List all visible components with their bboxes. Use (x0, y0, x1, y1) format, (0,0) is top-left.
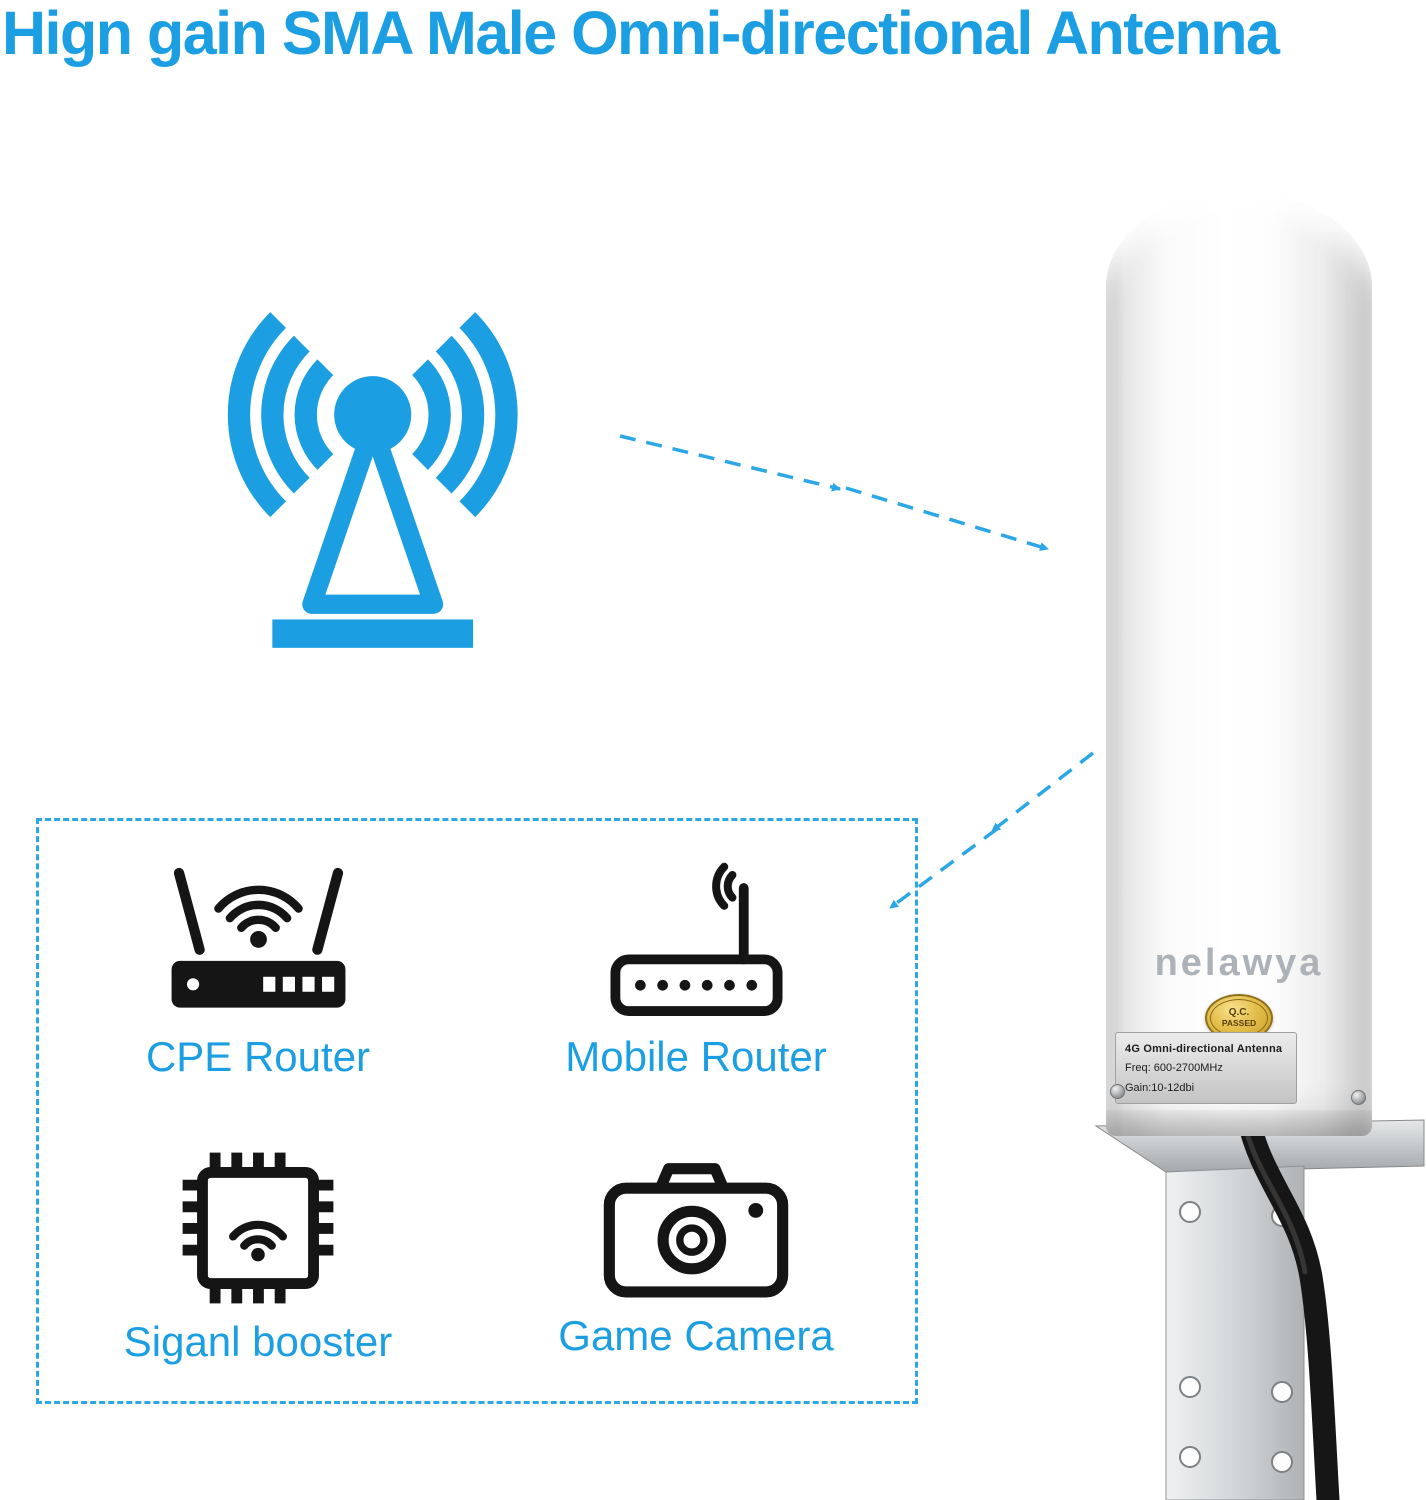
spec-label: 4G Omni-directional Antenna Freq: 600-27… (1115, 1032, 1297, 1104)
spec-line-3: Gain:10-12dbi (1125, 1081, 1195, 1094)
arrow-antenna-to-devices-1 (990, 751, 1095, 833)
compatible-devices-panel: CPE Router Mobile Route (36, 818, 918, 1404)
qc-line-1: Q.C. (1228, 1007, 1250, 1019)
broadcast-tower-icon (227, 312, 518, 648)
antenna-bottom-cap (1106, 1110, 1372, 1136)
bracket-hole (1271, 1381, 1293, 1403)
brand-logo: nelawya (1154, 942, 1324, 984)
spec-line-1: 4G Omni-directional Antenna (1125, 1043, 1283, 1055)
antenna-cable-highlight (1241, 1119, 1308, 1275)
screw-icon (1351, 1090, 1366, 1105)
game-camera-icon (603, 1162, 789, 1298)
cpe-router-icon (171, 867, 345, 1008)
device-cell-mobile-router: Mobile Router (477, 821, 915, 1111)
bracket-hole (1179, 1376, 1201, 1398)
device-cell-cpe-router: CPE Router (39, 821, 477, 1111)
antenna-body: nelawya Q.C. PASSED 4G Omni-directional … (1106, 192, 1372, 1136)
qc-line-2: PASSED (1221, 1018, 1257, 1029)
mobile-router-icon (609, 862, 783, 1016)
mounting-bracket (1094, 1112, 1425, 1500)
tower-base (272, 619, 474, 648)
device-cell-signal-booster: Siganl booster (39, 1111, 477, 1401)
antenna-cable (1236, 1112, 1340, 1500)
tower-signal-waves (227, 312, 518, 518)
arrow-tower-to-antenna-2 (845, 486, 1049, 551)
device-label-signal-booster: Siganl booster (123, 1318, 393, 1365)
bracket-hole (1179, 1201, 1201, 1223)
signal-booster-icon (182, 1152, 334, 1304)
tower-mast (302, 417, 444, 614)
tower-hub-dot (334, 376, 412, 454)
device-label-mobile-router: Mobile Router (565, 1033, 827, 1080)
device-cell-game-camera: Game Camera (477, 1111, 915, 1401)
spec-line-2: Freq: 600-2700MHz (1125, 1062, 1223, 1075)
screw-icon (1110, 1084, 1125, 1099)
bracket-hole (1271, 1451, 1293, 1473)
device-label-game-camera: Game Camera (558, 1311, 834, 1359)
bracket-hole (1179, 1446, 1201, 1468)
device-label-cpe-router: CPE Router (145, 1033, 371, 1080)
arrow-tower-to-antenna-1 (619, 434, 841, 492)
page-title: Hign gain SMA Male Omni-directional Ante… (2, 0, 1280, 67)
